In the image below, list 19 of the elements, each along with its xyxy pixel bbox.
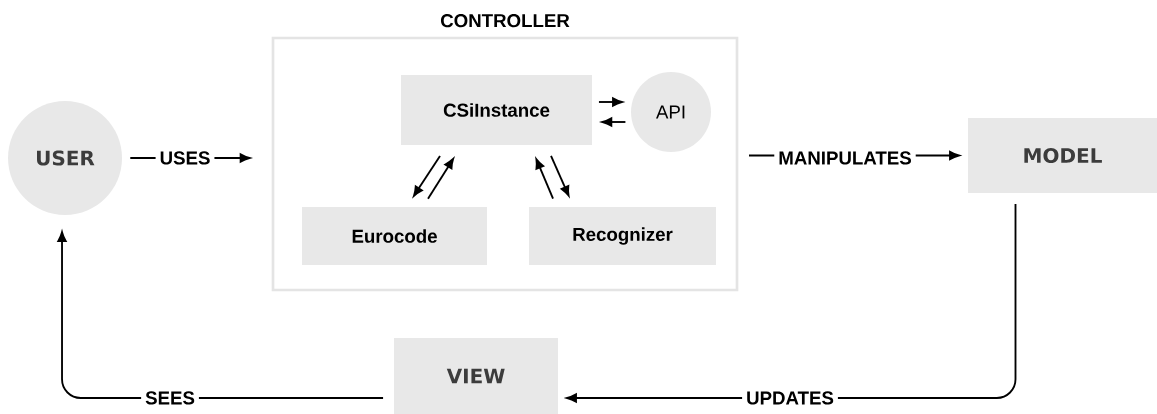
process-box: MODEL bbox=[968, 118, 1157, 193]
arrow bbox=[57, 231, 384, 399]
arrow bbox=[550, 155, 570, 197]
circle-node: API bbox=[631, 72, 711, 152]
arrow bbox=[535, 158, 554, 200]
arrow bbox=[598, 97, 623, 107]
edge-label: MANIPULATES bbox=[774, 147, 916, 169]
arrow bbox=[427, 158, 455, 200]
process-box: CSiInstance bbox=[401, 75, 592, 145]
process-box: Eurocode bbox=[302, 207, 487, 265]
arrow bbox=[601, 117, 627, 127]
process-box: VIEW bbox=[394, 338, 558, 414]
edge-label: USES bbox=[155, 147, 215, 169]
circle-node: USER bbox=[8, 101, 122, 215]
node-label: CONTROLLER bbox=[440, 14, 570, 28]
arrow bbox=[413, 155, 441, 197]
process-box: Recognizer bbox=[529, 207, 716, 265]
edge-label: SEES bbox=[141, 387, 199, 409]
edge-label: UPDATES bbox=[742, 387, 838, 409]
